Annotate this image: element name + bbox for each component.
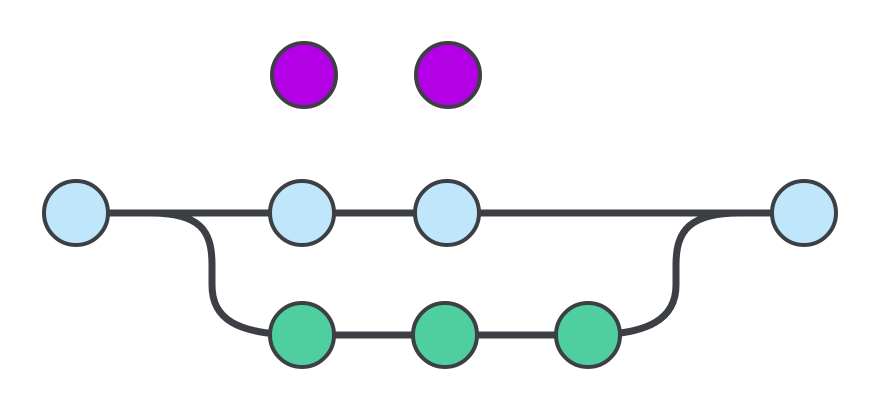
feature-commit-node — [268, 301, 336, 369]
feature-branch-fork-line — [72, 209, 306, 339]
feature-branch-merge-line — [584, 209, 744, 339]
feature-commit-node — [554, 301, 622, 369]
main-commit-node — [42, 179, 110, 247]
main-commit-node — [770, 179, 838, 247]
main-commit-node — [413, 179, 481, 247]
nodes — [42, 41, 838, 369]
main-commit-node — [268, 179, 336, 247]
feature-commit-node — [411, 301, 479, 369]
unattached-commit-node — [414, 41, 482, 109]
unattached-commit-node — [270, 41, 338, 109]
